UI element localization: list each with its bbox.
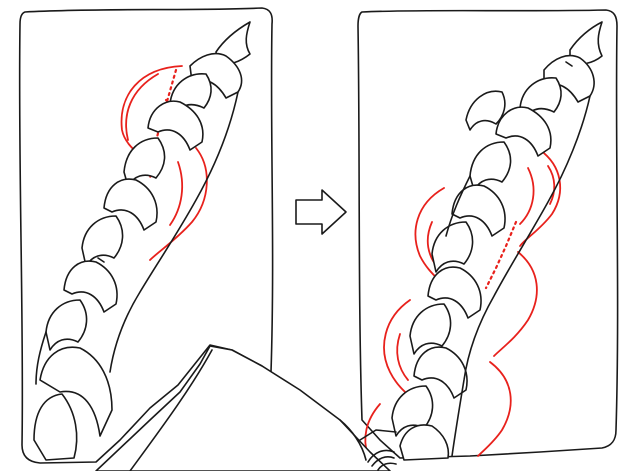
red-outline <box>397 334 408 380</box>
right-braid <box>392 22 602 460</box>
braid-band <box>46 300 87 350</box>
red-outline <box>478 362 511 456</box>
red-outline <box>548 166 554 204</box>
braid-edge <box>452 96 590 456</box>
foreground-sheet <box>96 346 396 471</box>
braid-band <box>34 394 77 460</box>
braid-band <box>470 142 511 190</box>
sheet-folded-corner <box>96 346 390 471</box>
red-outline <box>520 150 560 246</box>
red-outline <box>494 252 537 356</box>
braid-shadow <box>98 258 104 262</box>
red-outline <box>384 300 416 402</box>
braid-edge <box>110 92 238 372</box>
braid-band <box>400 425 448 460</box>
braid-band <box>432 222 473 272</box>
braid-band <box>82 216 123 266</box>
red-outline <box>170 162 182 225</box>
red-outline <box>520 168 534 224</box>
panel-after <box>358 10 618 460</box>
right-outline-arrow-icon <box>296 190 346 234</box>
braid-band <box>410 304 451 354</box>
